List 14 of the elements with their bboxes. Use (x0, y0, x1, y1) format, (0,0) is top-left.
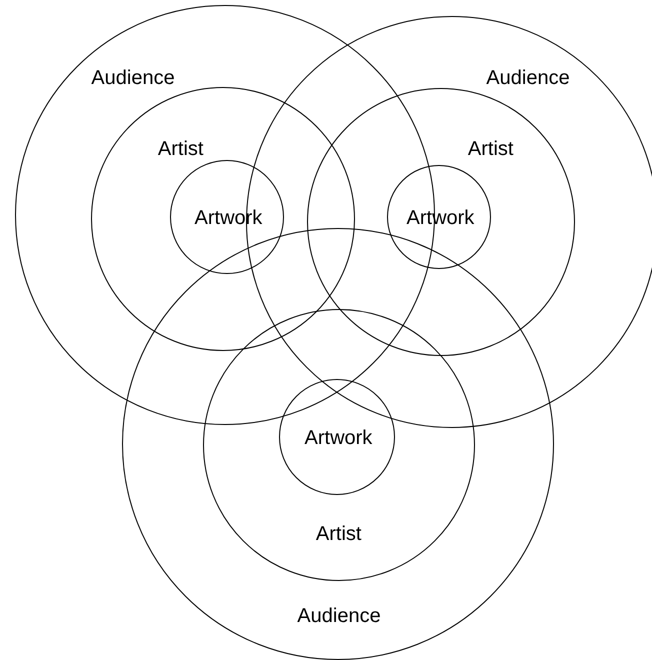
circle-label: Audience (91, 68, 175, 88)
set-circle (90, 86, 355, 351)
set-circle (306, 88, 575, 356)
circle-label: Audience (486, 68, 570, 88)
set-circle (387, 165, 492, 270)
circle-label: Artwork (304, 428, 372, 448)
circle-label: Artist (316, 524, 362, 544)
set-circle (122, 228, 554, 660)
circle-label: Artist (158, 138, 204, 159)
set-circle (170, 160, 284, 274)
circle-label: Artist (468, 138, 514, 159)
set-circle (279, 379, 396, 496)
set-circle (202, 308, 475, 581)
circle-label: Audience (297, 606, 381, 626)
